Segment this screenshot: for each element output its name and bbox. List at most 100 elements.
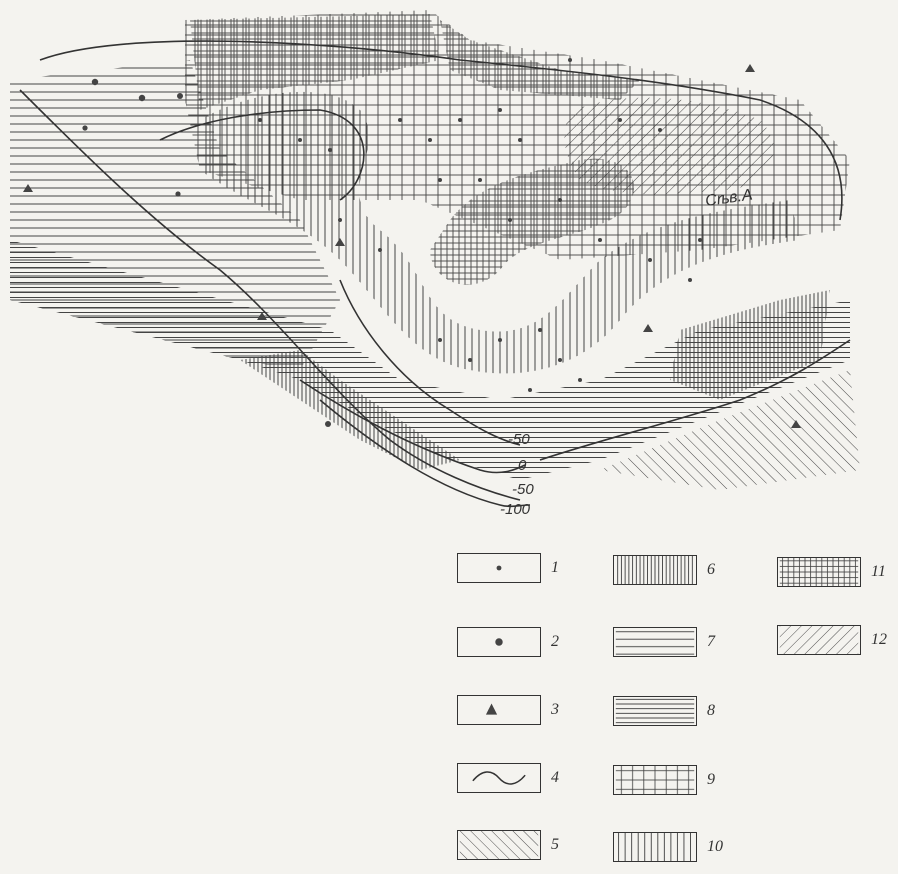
legend-item-2: 2 (457, 627, 587, 667)
zone-dense-horizontal-south (10, 240, 850, 480)
small-dot-marker (468, 358, 472, 362)
vertical-hatch-icon (613, 832, 697, 862)
point-markers (82, 58, 702, 427)
outer-boundary (39, 40, 843, 221)
large-dot-marker (91, 78, 99, 86)
triangle-marker (745, 64, 755, 72)
dense-vertical-hatch-icon (613, 555, 697, 585)
grid-hatch-icon (613, 765, 697, 795)
legend-item-5: 5 (457, 830, 587, 870)
hatched-map: -50 0 -50 -100 Сѣв.А (10, 10, 860, 518)
triangle-marker (791, 420, 801, 428)
small-dot-marker (698, 238, 702, 242)
small-dot-marker (258, 118, 262, 122)
legend-number: 9 (707, 771, 715, 788)
legend-item-3: 3 (457, 695, 587, 735)
zone-dense-grid-northeast (440, 20, 640, 100)
small-dot-marker (558, 198, 562, 202)
contour-label: 0 (518, 457, 527, 474)
contour-zero (299, 379, 526, 474)
legend-number: 3 (551, 701, 559, 718)
small-dot-marker (558, 358, 562, 362)
small-dot-marker (528, 388, 532, 392)
triangle-marker (23, 184, 33, 192)
zone-vertical-belt (200, 91, 800, 374)
legend-number: 12 (871, 631, 887, 648)
zone-vertical-southeast (670, 290, 830, 400)
triangle-marker (643, 324, 653, 332)
legend-item-1: 1 (457, 553, 587, 593)
place-label: Сѣв.А (704, 187, 753, 210)
legend-number: 8 (707, 702, 715, 719)
legend-item-7: 7 (613, 627, 743, 667)
legend-item-11: 11 (777, 557, 898, 597)
double-horizontal-hatch-icon (613, 627, 697, 657)
small-dot-marker (518, 138, 522, 142)
large-dot-icon (457, 627, 541, 657)
small-dot-marker (328, 148, 332, 152)
small-dot-marker (428, 138, 432, 142)
contour-minus-100 (319, 399, 531, 508)
contour-label: -100 (500, 501, 531, 518)
small-dot-marker (498, 338, 502, 342)
legend-item-6: 6 (613, 555, 743, 595)
dense-grid-hatch-icon (777, 557, 861, 587)
small-dot-marker (648, 258, 652, 262)
small-dot-marker (688, 278, 692, 282)
zone-dense-grid-inner (430, 158, 634, 285)
small-dot-marker (498, 108, 502, 112)
legend-number: 2 (551, 633, 559, 650)
small-dot-marker (438, 338, 442, 342)
small-dot-marker (478, 178, 482, 182)
legend-number: 7 (707, 633, 715, 650)
triangle-marker (257, 312, 267, 320)
legend-item-8: 8 (613, 696, 743, 736)
small-dot-marker (598, 238, 602, 242)
east-contour (539, 339, 851, 461)
contour-label: -50 (512, 481, 534, 498)
triangle-markers (23, 64, 801, 428)
small-dot-marker (618, 118, 622, 122)
legend-number: 11 (871, 563, 886, 580)
diagonal-hatch-right-icon (777, 625, 861, 655)
small-dot-marker (298, 138, 302, 142)
small-dot-marker (508, 218, 512, 222)
large-dot-marker (175, 191, 181, 197)
legend-number: 4 (551, 769, 559, 786)
diagonal-hatch-left-icon (457, 830, 541, 860)
legend-number: 1 (551, 559, 559, 576)
contour-lines (19, 40, 851, 508)
small-dot-marker (658, 128, 662, 132)
small-dot-marker (578, 378, 582, 382)
small-dot-marker (378, 248, 382, 252)
zone-diagonal-southeast (600, 370, 860, 490)
contour-labels: -50 0 -50 -100 (500, 431, 534, 518)
legend-item-12: 12 (777, 625, 898, 665)
triangle-icon (457, 695, 541, 725)
triangle-marker (335, 238, 345, 246)
inner-contour (159, 109, 365, 201)
legend-number: 5 (551, 836, 559, 853)
small-dot-marker (338, 218, 342, 222)
zone-dense-grid-northwest (190, 14, 440, 110)
contour-minus-50 (339, 279, 521, 446)
legend-item-4: 4 (457, 763, 587, 803)
small-dot-marker (398, 118, 402, 122)
dense-horizontal-hatch-icon (613, 696, 697, 726)
legend-number: 6 (707, 561, 715, 578)
legend-number: 10 (707, 838, 723, 855)
small-dot-icon (457, 553, 541, 583)
legend-item-9: 9 (613, 765, 743, 805)
small-dot-marker (458, 118, 462, 122)
legend-item-10: 10 (613, 832, 743, 872)
wavy-line-icon (457, 763, 541, 793)
large-dot-marker (325, 421, 331, 427)
small-dot-marker (538, 328, 542, 332)
contour-label: -50 (508, 431, 530, 448)
large-dot-marker (82, 125, 88, 131)
west-contour (19, 89, 521, 501)
small-dot-marker (568, 58, 572, 62)
large-dot-marker (138, 94, 146, 102)
small-dot-marker (438, 178, 442, 182)
large-dot-marker (177, 93, 183, 99)
